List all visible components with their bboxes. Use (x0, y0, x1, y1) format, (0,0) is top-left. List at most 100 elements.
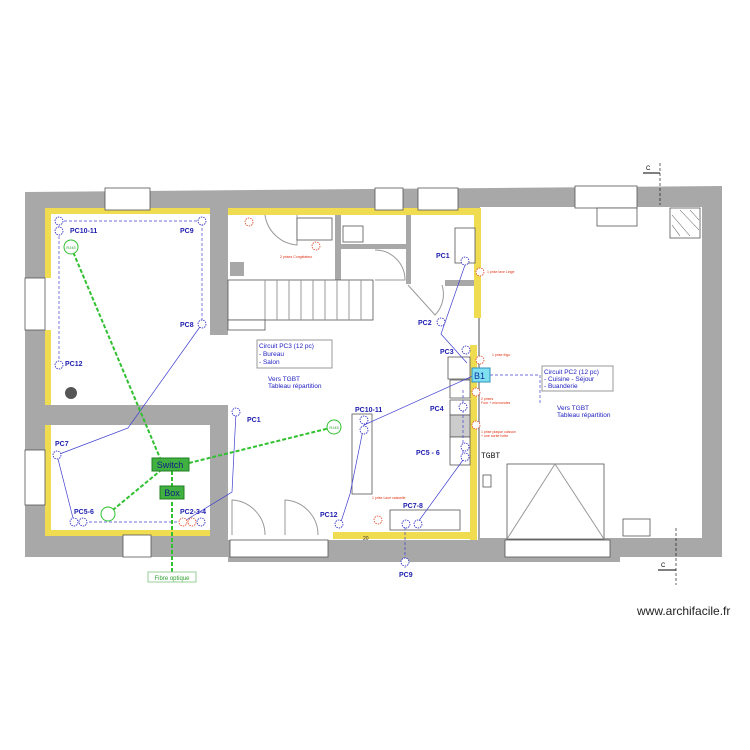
note: 2 prises Congélateur (280, 255, 313, 259)
lamp-icon (65, 387, 77, 399)
outlets (52, 216, 485, 567)
staircase (227, 262, 374, 331)
outlet-icon (436, 317, 446, 327)
outlet-label: PC7-8 (403, 503, 423, 510)
outlet-icon (244, 217, 254, 227)
circuit-destination: Vers TGBT (268, 376, 300, 383)
outlet-icon (471, 420, 481, 430)
circuit-title: Circuit PC2 (12 pc) (544, 369, 599, 376)
appliance-notes: 2 prises Congélateur 1 prise lave Linge … (280, 255, 516, 500)
outlet-label: PC2-3-4 (180, 509, 206, 516)
network-wiring (70, 246, 335, 572)
internet-box (159, 485, 185, 500)
circuit-pc2-note: Circuit PC2 (12 pc) - Cuisine - Séjour -… (541, 365, 614, 419)
outlet-icon (460, 452, 470, 462)
circuit-room: - Bureau (259, 351, 284, 358)
outlet-label: PC7 (55, 441, 69, 448)
outlet-label: PC9 (180, 228, 194, 235)
section-marker-bottom: C (658, 528, 677, 585)
rj45-hub (63, 239, 79, 255)
switch-label: Switch (157, 460, 184, 470)
outlet-icon (359, 425, 369, 435)
fixtures (65, 207, 701, 540)
network-nodes: RJ45 RJ45 Switch Box Fibre optique (63, 239, 342, 583)
outlet-icon (460, 442, 470, 452)
circuit-destination: Vers TGBT (557, 405, 589, 412)
outlet-icon (78, 517, 88, 527)
outlet-icon (196, 517, 206, 527)
note: 1 prise Lave vaisselle (372, 496, 406, 500)
watermark: www.archifacile.fr (636, 604, 730, 618)
outlet-icon (231, 407, 241, 417)
outlet-icon (401, 519, 411, 529)
note: Four + microondes (481, 401, 511, 405)
outlet-label: PC8 (180, 322, 194, 329)
switch-box (151, 457, 190, 472)
outlet-label: PC10-11 (70, 228, 97, 235)
outlet-icon (178, 517, 188, 527)
outlet-icon (54, 360, 64, 370)
circuit-title: Circuit PC3 (12 pc) (259, 343, 314, 350)
outlet-icon (413, 519, 423, 529)
partitions (45, 212, 475, 540)
circuit-room: - Cuisine - Séjour (544, 376, 595, 383)
circuit-pc3-note: Circuit PC3 (12 pc) - Bureau - Salon Ver… (256, 339, 333, 390)
b1-label: B1 (474, 371, 485, 381)
circuit-destination: Tableau répartition (557, 412, 611, 419)
circuit-destination: Tableau répartition (268, 383, 322, 390)
box-label: Box (164, 488, 180, 498)
outlet-icon (334, 519, 344, 529)
tgbt-label: TGBT (481, 452, 500, 461)
panel: B1 TGBT (471, 367, 500, 461)
outlet-icon (460, 256, 470, 266)
section-label: C (646, 166, 651, 172)
section-label: C (661, 563, 666, 569)
outlet-label: PC5 - 6 (416, 450, 440, 457)
outlet-icon (54, 216, 64, 226)
hub-label: RJ45 (66, 245, 76, 250)
network-outlet (100, 506, 116, 522)
outlet-icon (373, 515, 383, 525)
outlet-icon (475, 267, 485, 277)
outlet-icon (52, 450, 62, 460)
outlet-icon (54, 226, 64, 236)
outlet-label: PC12 (320, 512, 338, 519)
outlet-icon (461, 345, 471, 355)
outlet-icon (400, 557, 410, 567)
note: 1 prise plaque cuisson (481, 430, 516, 434)
note: 2 prises (481, 397, 494, 401)
outlet-icon (458, 402, 468, 412)
outlet-icon (197, 319, 207, 329)
outlet-label: PC5-6 (74, 509, 94, 516)
rj45-hub (326, 419, 342, 435)
outlet-icon (471, 387, 481, 397)
b1-box (471, 367, 491, 383)
circuit-room: - Buanderie (544, 383, 578, 390)
outlet-label: PC1 (436, 253, 450, 260)
circuit-room: - Salon (259, 359, 280, 366)
outlet-label: PC1 (247, 417, 261, 424)
outlet-icon (197, 216, 207, 226)
note: 1 prise frigo (492, 353, 510, 357)
outlet-icon (311, 241, 321, 251)
outlet-label: PC10-11 (355, 407, 382, 414)
outlet-icon (359, 415, 369, 425)
circuit-wiring (56, 220, 541, 568)
outlet-icon (187, 517, 197, 527)
outlet-icon (69, 517, 79, 527)
outlet-label: PC9 (399, 572, 413, 579)
outlet-labels: PC10-11 PC9 PC8 PC12 PC7 PC5-6 PC2-3-4 P… (55, 228, 454, 579)
doors (231, 214, 444, 536)
insulation (45, 208, 481, 540)
hub-label: RJ45 (329, 425, 339, 430)
note: + une sortie hotte (481, 434, 508, 438)
section-marker-top: C (643, 163, 661, 205)
outlet-icon (475, 355, 485, 365)
fibre-label: Fibre optique (154, 576, 190, 582)
note: 1 prise lave Linge (487, 270, 514, 274)
outlet-label: PC3 (440, 349, 454, 356)
dimension-label: 20 (363, 536, 369, 542)
outlet-label: PC2 (418, 320, 432, 327)
windows (24, 185, 638, 558)
